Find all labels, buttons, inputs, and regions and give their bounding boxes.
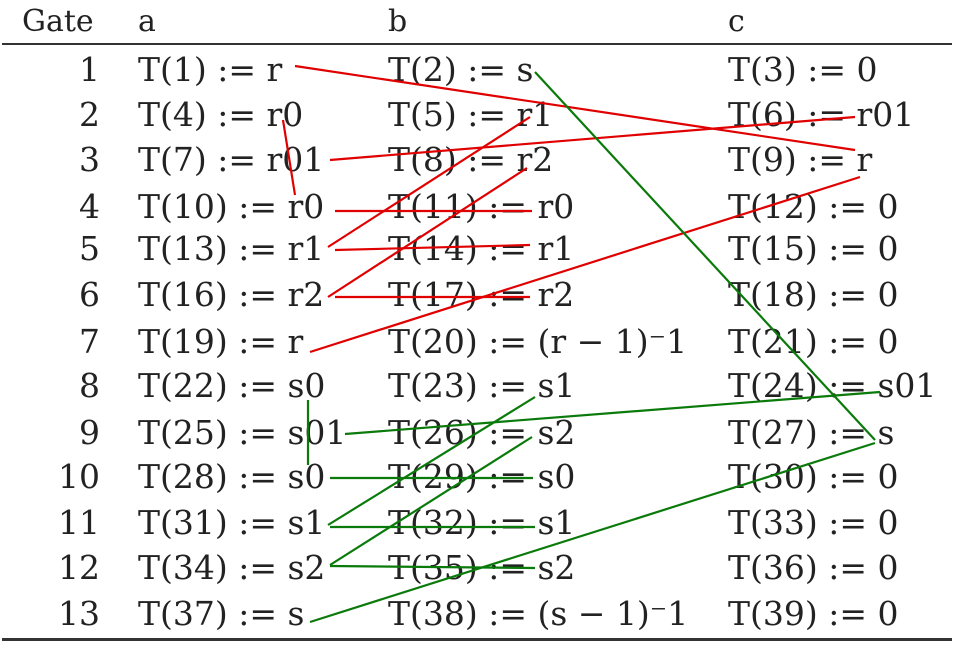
gate-number: 5	[79, 229, 100, 268]
cell-c: T(24) := s01	[728, 366, 937, 405]
header-b: b	[388, 4, 408, 39]
r-wire-group	[281, 64, 861, 354]
gate-number: 8	[79, 366, 100, 405]
cell-c: T(12) := 0	[728, 187, 899, 226]
gate-number: 9	[79, 413, 100, 452]
gate-number: 1	[79, 50, 100, 89]
cell-a: T(34) := s2	[138, 548, 326, 587]
cell-c: T(21) := 0	[728, 322, 899, 361]
cell-a: T(37) := s	[138, 594, 305, 633]
cell-a: T(31) := s1	[138, 503, 326, 542]
top-rule	[2, 43, 952, 45]
r-wire	[327, 167, 528, 298]
s-wire	[329, 436, 533, 566]
gate-number: 3	[79, 140, 100, 179]
gate-number: 10	[58, 457, 100, 496]
cell-a: T(7) := r01	[138, 140, 325, 179]
r-wire	[294, 64, 856, 152]
cell-c: T(36) := 0	[728, 548, 899, 587]
gate-number: 7	[79, 322, 100, 361]
cell-b: T(17) := r2	[388, 275, 575, 314]
gate-number: 4	[79, 187, 100, 226]
cell-c: T(9) := r	[728, 140, 873, 179]
s-wire	[534, 71, 876, 441]
cell-c: T(18) := 0	[728, 275, 899, 314]
header-gate: Gate	[22, 4, 94, 39]
s-wire	[344, 390, 881, 436]
cell-b: T(23) := s1	[388, 366, 576, 405]
gate-number: 13	[58, 594, 100, 633]
gate-number: 6	[79, 275, 100, 314]
gate-number: 2	[79, 95, 100, 134]
cell-a: T(1) := r	[138, 50, 283, 89]
cell-a: T(25) := s01	[138, 413, 347, 452]
s-wire	[329, 564, 536, 570]
r-wire	[327, 116, 531, 248]
cell-c: T(15) := 0	[728, 229, 899, 268]
cell-a: T(13) := r1	[138, 229, 325, 268]
bottom-rule	[2, 638, 952, 641]
gate-number: 12	[58, 548, 100, 587]
cell-b: T(11) := r0	[388, 187, 575, 226]
r-wire	[309, 175, 861, 354]
gate-number: 11	[58, 503, 100, 542]
cell-c: T(6) := r01	[728, 95, 915, 134]
cell-a: T(19) := r	[138, 322, 304, 361]
cell-b: T(20) := (r − 1)⁻1	[388, 322, 688, 361]
cell-a: T(16) := r2	[138, 275, 325, 314]
cell-c: T(33) := 0	[728, 503, 899, 542]
cell-a: T(28) := s0	[138, 457, 326, 496]
header-c: c	[728, 4, 745, 39]
cell-c: T(39) := 0	[728, 594, 899, 633]
cell-b: T(8) := r2	[388, 140, 554, 179]
header-a: a	[138, 4, 156, 39]
cell-b: T(26) := s2	[388, 413, 576, 452]
cell-a: T(10) := r0	[138, 187, 325, 226]
cell-a: T(4) := r0	[138, 95, 304, 134]
r-wire	[281, 119, 297, 196]
r-wire	[329, 115, 856, 162]
cell-c: T(3) := 0	[728, 50, 878, 89]
cell-a: T(22) := s0	[138, 366, 326, 405]
s-wire	[309, 441, 876, 624]
r-wire	[334, 243, 531, 252]
s-wire-group	[306, 71, 881, 624]
cell-b: T(29) := s0	[388, 457, 576, 496]
cell-b: T(38) := (s − 1)⁻1	[388, 594, 689, 633]
s-wire	[327, 396, 536, 526]
